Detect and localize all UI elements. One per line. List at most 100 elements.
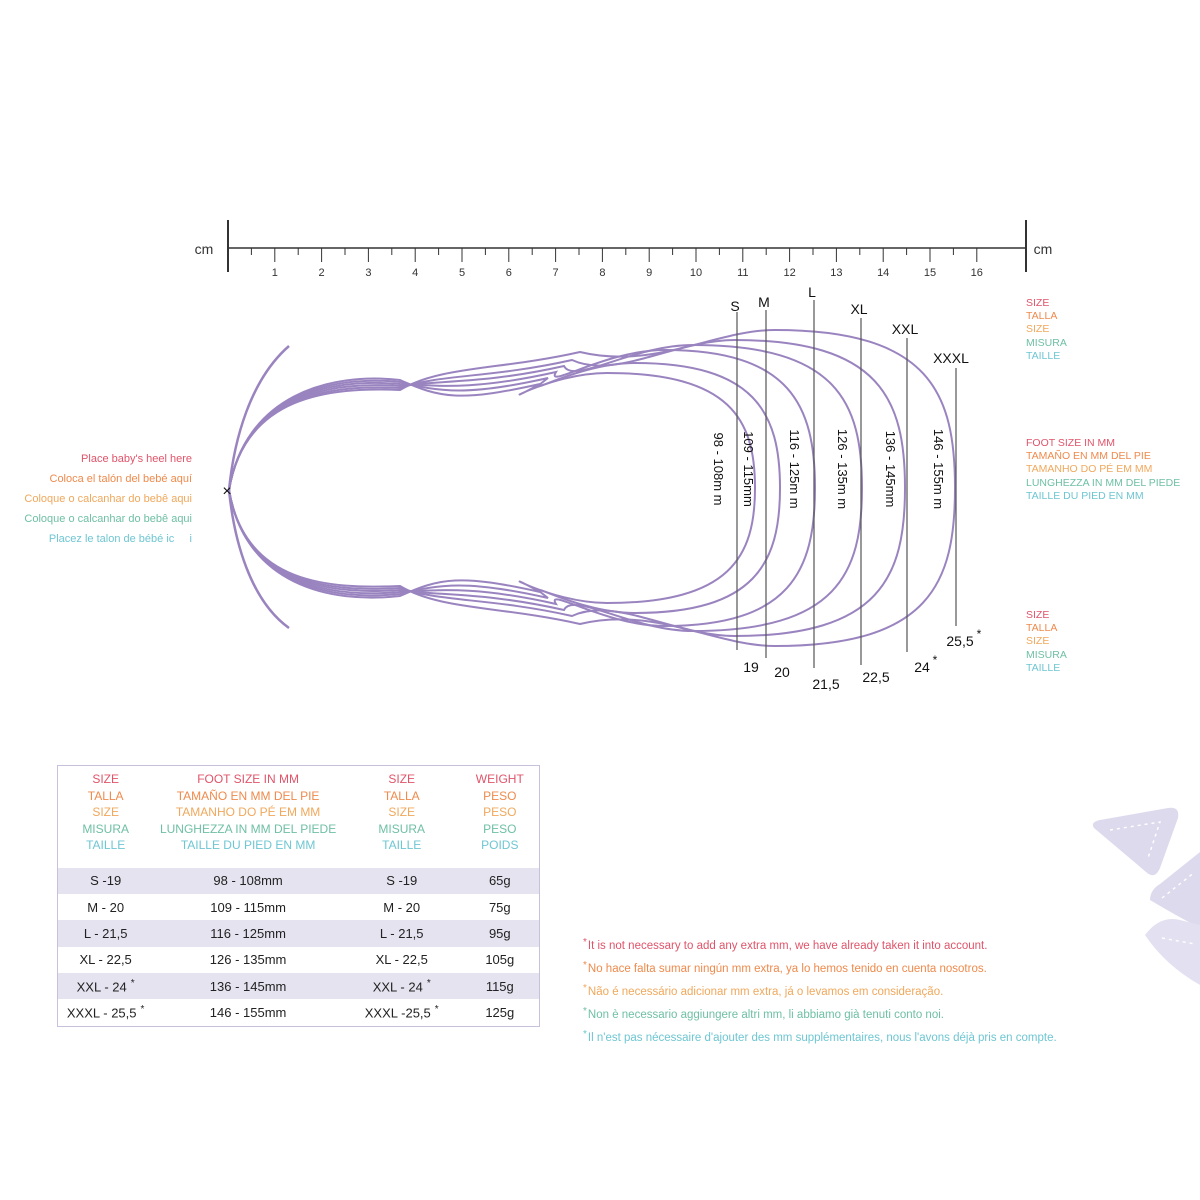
- table-header-label: SIZE: [92, 772, 119, 786]
- table-cell-text: 146 - 155mm: [209, 1005, 287, 1021]
- ruler-tick-label: 3: [365, 267, 371, 279]
- foot-outline-xl: [228, 343, 864, 633]
- footnote-star: *: [583, 1029, 587, 1040]
- table-cell-text: 125g: [485, 1005, 515, 1021]
- heel-instruction-en: Place baby's heel here: [81, 453, 192, 465]
- table-cell-weight: 125g: [461, 999, 540, 1026]
- foot-range-label: 116 - 125m m: [787, 429, 802, 508]
- ruler-tick-label: 7: [553, 267, 559, 279]
- ruler-tick-label: 13: [830, 267, 842, 279]
- table-header-label: PESO: [483, 788, 517, 803]
- table-header-label: TAILLE: [382, 838, 422, 852]
- foot-range-label: 136 - 145mm: [883, 431, 898, 508]
- footnote-text: Il n'est pas nécessaire d'ajouter des mm…: [587, 1032, 1057, 1044]
- legend-foot-fr: TAILLE DU PIED EN MM: [1026, 489, 1144, 502]
- foot-outlines: [228, 328, 957, 648]
- size-letter: S: [730, 298, 739, 314]
- ruler-unit-left: cm: [195, 241, 214, 257]
- table-cell-size: XL - 22,5: [58, 947, 154, 973]
- footnote-text: No hace falta sumar ningún mm extra, ya …: [587, 963, 987, 975]
- footnote-it: *Non è necessario aggiungere altri mm, l…: [583, 1002, 1057, 1025]
- foot-range-label: 109 - 115mm: [741, 431, 756, 507]
- footnote-star: *: [583, 937, 587, 948]
- table-cell-text: XL - 22,5: [375, 952, 428, 968]
- footnotes: *It is not necessary to add any extra mm…: [583, 933, 1057, 1048]
- foot-range-label: 98 - 108m m: [711, 433, 726, 506]
- foot-outline-m: [228, 361, 782, 615]
- legend-size-pt: SIZE: [1026, 635, 1050, 648]
- table-cell-weight: 105g: [461, 947, 540, 973]
- table-header-label: MISURA: [378, 821, 426, 836]
- legend-foot-it: LUNGHEZZA IN MM DEL PIEDE: [1026, 476, 1181, 489]
- footnote-fr: *Il n'est pas nécessaire d'ajouter des m…: [583, 1025, 1057, 1048]
- ruler-tick-label: 15: [924, 267, 936, 279]
- table-cell-star: *: [140, 1004, 145, 1016]
- ruler-tick-label: 6: [506, 267, 512, 279]
- size-letter: XXL: [892, 321, 919, 337]
- table-cell-size-2: M - 20: [343, 894, 461, 920]
- legend-foot-pt: TAMANHO DO PÉ EM MM: [1026, 463, 1153, 476]
- table-header-label: TALLA: [87, 788, 124, 803]
- table-cell-foot-size: 126 - 135mm: [153, 947, 343, 973]
- table-cell-text: XL - 22,5: [79, 952, 132, 968]
- decorative-triangles: [1092, 807, 1200, 985]
- decor-triangle-3: [1145, 919, 1200, 985]
- table-cell-text: XXXL -25,5: [364, 1005, 431, 1021]
- legend-size-es: TALLA: [1026, 310, 1058, 323]
- table-header-label: MISURA: [82, 821, 129, 836]
- heel-mark: ×: [222, 483, 231, 500]
- footnote-text: Não é necessário adicionar mm extra, já …: [587, 986, 944, 998]
- footnote-pt: *Não é necessário adicionar mm extra, já…: [583, 979, 1057, 1002]
- table-header-label: SIZE: [388, 805, 416, 819]
- size-letter: M: [758, 294, 770, 310]
- table-header-label: WEIGHT: [475, 772, 524, 786]
- foot-outline-xxxl: [228, 328, 957, 648]
- table-header-weight: WEIGHT PESO PESO PESO POIDS: [461, 766, 540, 868]
- legend-size-fr: TAILLE: [1026, 661, 1061, 674]
- ruler-tick-label: 11: [737, 267, 748, 279]
- footnote-star: *: [583, 1006, 587, 1017]
- ruler-tick-label: 16: [971, 267, 983, 279]
- table-cell-foot-size: 146 - 155mm: [153, 999, 343, 1026]
- table-cell-size: S -19: [57, 867, 154, 894]
- size-letter: XL: [850, 301, 867, 317]
- table-header-label: PESO: [483, 821, 517, 836]
- size-number-star: *: [933, 653, 938, 667]
- legend-size-pt: SIZE: [1026, 323, 1050, 336]
- heel-instruction-pt: Coloque o calcanhar do bebê aqui: [24, 493, 192, 505]
- size-number: 24: [914, 659, 930, 675]
- table-header-label: TAMAÑO EN MM DEL PIE: [176, 788, 320, 803]
- legend-foot-size: FOOT SIZE IN MM TAMAÑO EN MM DEL PIE TAM…: [1026, 437, 1180, 503]
- legend-size-fr: TAILLE: [1026, 349, 1061, 362]
- table-cell-foot-size: 136 - 145mm: [153, 973, 343, 1000]
- table-header-label: POIDS: [481, 838, 519, 852]
- table-header-label: TAILLE: [86, 838, 126, 852]
- size-number: 22,5: [862, 669, 889, 685]
- heel-instruction-es: Coloca el talón del bebé aquí: [49, 473, 193, 485]
- table-header-label: PESO: [483, 805, 517, 819]
- footnote-es: *No hace falta sumar ningún mm extra, ya…: [583, 956, 1057, 979]
- decor-triangle-2: [1150, 852, 1200, 928]
- size-number: 19: [743, 659, 759, 675]
- footnote-text: Non è necessario aggiungere altri mm, li…: [587, 1009, 944, 1021]
- table-cell-text: 115g: [485, 978, 514, 994]
- size-number: 20: [774, 664, 790, 680]
- size-number: 25,5: [946, 633, 973, 649]
- table-cell-weight: 95g: [460, 920, 540, 947]
- footnote-star: *: [583, 960, 587, 971]
- table-cell-size: XXL - 24*: [57, 973, 154, 1000]
- ruler-tick-label: 14: [877, 267, 889, 279]
- table-header-label: TALLA: [383, 788, 420, 803]
- footnote-star: *: [583, 983, 587, 994]
- heel-instruction-it: Coloque o calcanhar do bebê aqui: [24, 513, 192, 525]
- foot-range-label: 126 - 135m m: [835, 429, 850, 509]
- ruler-tick-label: 2: [319, 267, 325, 279]
- ruler-tick-label: 12: [783, 267, 795, 279]
- table-cell-size-2: S -19: [342, 867, 461, 894]
- heel-instructions: Place baby's heel here Coloca el talón d…: [24, 449, 192, 549]
